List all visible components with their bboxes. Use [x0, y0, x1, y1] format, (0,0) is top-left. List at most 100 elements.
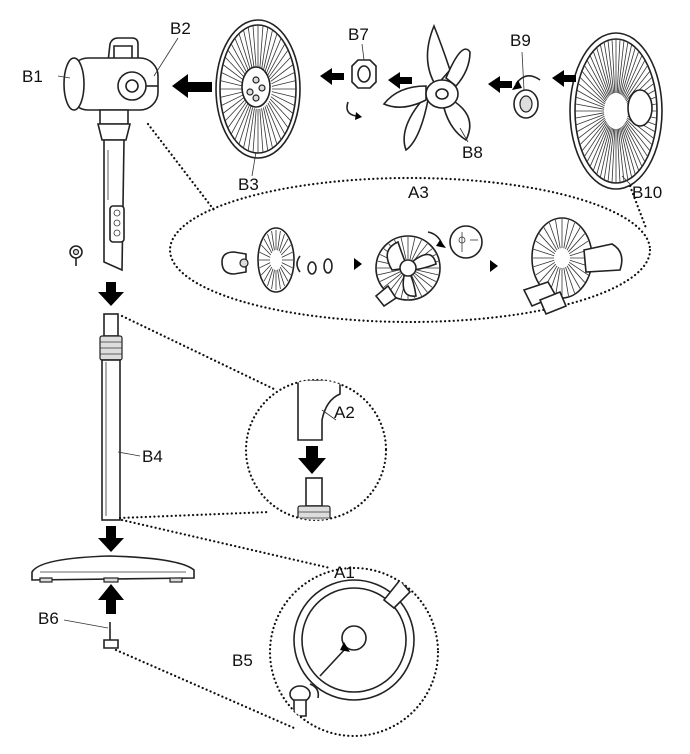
- guard-spoke: [611, 128, 616, 183]
- guard-spoke: [238, 106, 252, 145]
- guard-spoke: [277, 230, 281, 251]
- guard-spoke: [596, 126, 611, 175]
- guard-spoke: [263, 238, 273, 254]
- arrow-to-base: [98, 526, 124, 552]
- guard-spoke: [271, 72, 295, 85]
- guard-spoke: [383, 273, 402, 288]
- guard-spoke: [270, 96, 294, 114]
- guard-spoke: [575, 112, 605, 119]
- guard-spoke: [603, 42, 613, 94]
- label-b7: B7: [348, 25, 369, 44]
- guard-spoke: [227, 49, 248, 78]
- guard-spoke: [565, 266, 575, 294]
- guard-spoke: [247, 27, 255, 70]
- label-b6: B6: [38, 609, 59, 628]
- arrow-to-nut: [388, 72, 412, 89]
- guard-spoke: [581, 70, 607, 102]
- guard-spoke: [252, 25, 257, 70]
- guard-spoke: [624, 59, 646, 99]
- upper-pole: [103, 139, 125, 272]
- guard-spoke: [415, 271, 437, 282]
- guard-spoke: [224, 56, 247, 80]
- guard-spoke: [543, 227, 558, 251]
- guard-spoke: [624, 123, 646, 163]
- guard-spoke: [264, 106, 278, 145]
- rear-guard: [215, 19, 301, 159]
- guard-spoke: [563, 219, 569, 249]
- label-a2: A2: [334, 403, 355, 422]
- front-guard: [569, 32, 663, 190]
- guard-spoke: [624, 122, 649, 157]
- guard-spoke: [230, 43, 249, 76]
- guard-spoke: [263, 107, 273, 149]
- guard-spoke: [394, 275, 405, 297]
- guard-spoke: [575, 114, 605, 126]
- guard-spoke: [409, 237, 416, 260]
- guard-spoke: [414, 273, 433, 288]
- guard-spoke: [261, 27, 269, 70]
- guard-spoke: [563, 267, 569, 297]
- label-a1: A1: [334, 563, 355, 582]
- guard-spoke: [271, 269, 275, 290]
- guard-spoke: [269, 56, 292, 80]
- guard-spoke: [589, 55, 609, 98]
- guard-spoke: [271, 91, 296, 98]
- guard-spoke: [583, 65, 608, 100]
- guard-spoke: [535, 261, 556, 276]
- guard-spoke: [581, 120, 607, 152]
- guard-spoke: [268, 49, 289, 78]
- guard-spoke: [280, 244, 291, 256]
- guard-spoke: [281, 262, 293, 269]
- guard-spoke: [568, 233, 585, 253]
- guard-spoke: [575, 103, 605, 110]
- guard-spoke: [266, 38, 282, 74]
- guard-spoke: [625, 70, 651, 102]
- guard-spoke: [611, 39, 616, 94]
- guard-spoke: [566, 265, 581, 289]
- guard-spoke: [252, 108, 257, 153]
- guard-spoke: [277, 269, 281, 290]
- guard-spoke: [234, 38, 250, 74]
- guard-spoke: [267, 268, 274, 287]
- guard-spoke: [586, 59, 608, 99]
- spinner-cap: [512, 75, 541, 119]
- guard-spoke: [533, 248, 555, 257]
- label-b5: B5: [232, 651, 253, 670]
- label-b3: B3: [238, 175, 259, 194]
- guard-spoke: [221, 72, 245, 85]
- label-b8: B8: [462, 143, 483, 162]
- detail-a3: [146, 122, 652, 324]
- guard-spoke: [616, 128, 621, 183]
- guard-spoke: [622, 125, 640, 172]
- motor-housing: [63, 37, 159, 141]
- guard-spoke: [576, 89, 605, 107]
- guard-spoke: [623, 124, 643, 167]
- guard-spoke: [622, 50, 640, 97]
- arrow-to-lower-pole: [98, 282, 124, 306]
- guard-spoke: [411, 239, 422, 261]
- guard-spoke: [259, 108, 264, 153]
- guard-spoke: [379, 271, 401, 282]
- guard-spoke: [220, 91, 245, 98]
- guard-spoke: [247, 108, 255, 151]
- leader-lines: [57, 37, 633, 629]
- guard-spoke: [278, 233, 285, 252]
- arrow-to-motor: [172, 74, 212, 98]
- guard-spoke: [281, 251, 293, 258]
- lower-pole: [99, 313, 123, 521]
- guard-spoke: [586, 123, 608, 163]
- guard-spoke: [279, 238, 289, 254]
- guard-spoke: [261, 264, 272, 276]
- guard-spoke: [568, 261, 589, 276]
- label-b9: B9: [510, 31, 531, 50]
- guard-spoke: [416, 269, 439, 276]
- guard-spoke: [624, 65, 649, 100]
- guard-spoke: [259, 262, 271, 269]
- guard-spoke: [271, 80, 296, 87]
- guard-spoke: [621, 126, 636, 175]
- arrow-screw-up: [98, 584, 124, 614]
- fan-blade: [382, 23, 471, 152]
- guard-spoke: [579, 76, 606, 103]
- guard-spoke: [227, 100, 248, 129]
